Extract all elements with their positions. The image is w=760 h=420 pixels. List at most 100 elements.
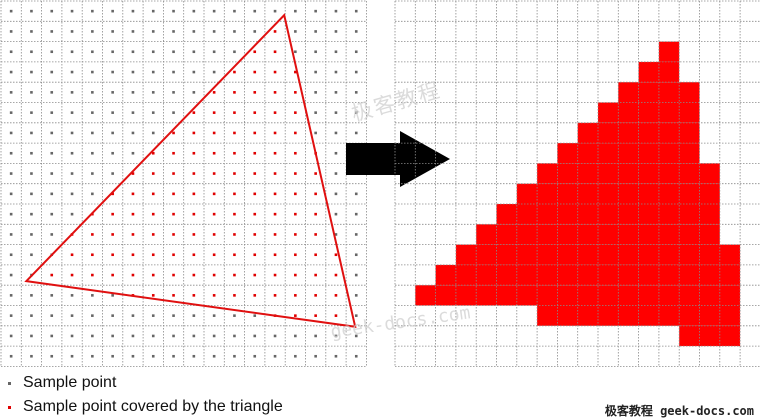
sample-point — [294, 50, 297, 54]
sample-point — [294, 9, 297, 13]
sample-point — [192, 314, 196, 317]
sample-point — [131, 131, 135, 135]
covered-sample-point — [192, 151, 196, 155]
sample-point — [354, 354, 358, 358]
covered-sample-point — [172, 233, 175, 236]
covered-sample-point — [212, 294, 216, 297]
sample-point — [151, 91, 155, 94]
sample-point — [172, 70, 175, 74]
sample-point — [354, 314, 358, 317]
sample-point — [253, 314, 257, 317]
sample-point — [9, 9, 13, 13]
sample-point — [334, 192, 338, 196]
sample-point — [131, 9, 135, 13]
covered-sample-point — [192, 192, 196, 196]
sample-point — [233, 50, 236, 54]
covered-sample-point — [91, 233, 94, 236]
covered-sample-point — [233, 212, 236, 216]
covered-sample-point — [50, 273, 54, 277]
sample-point — [111, 314, 114, 317]
sample-point — [91, 70, 94, 74]
sample-point — [50, 70, 54, 74]
sample-point — [50, 111, 54, 114]
grid-lines — [0, 0, 367, 367]
covered-sample-point — [151, 172, 155, 175]
sample-point — [111, 111, 114, 114]
sample-point — [131, 91, 135, 94]
sample-point — [212, 9, 216, 13]
sample-point — [111, 91, 114, 94]
sample-point — [9, 111, 13, 114]
sample-point — [354, 131, 358, 135]
raster-cell — [679, 325, 741, 347]
sample-point — [172, 91, 175, 94]
sample-point — [50, 192, 54, 196]
covered-sample-point — [192, 294, 196, 297]
sample-point — [192, 50, 196, 54]
sample-point — [131, 50, 135, 54]
sample-point — [354, 30, 358, 33]
sample-point — [111, 334, 114, 338]
sample-point — [50, 233, 54, 236]
covered-sample-point — [70, 273, 74, 277]
sample-point — [334, 50, 338, 54]
sample-point — [212, 30, 216, 33]
legend-covered-point: Sample point covered by the triangle — [8, 398, 283, 416]
covered-sample-point — [233, 151, 236, 155]
sample-point — [354, 334, 358, 338]
sample-point — [91, 172, 94, 175]
covered-sample-point — [212, 111, 216, 114]
sample-point — [30, 131, 33, 135]
covered-sample-point — [131, 233, 135, 236]
sample-point — [151, 111, 155, 114]
sample-point — [354, 9, 358, 13]
sample-point — [70, 9, 74, 13]
sample-point — [354, 111, 358, 114]
covered-sample-point — [273, 111, 277, 114]
sample-point — [30, 9, 33, 13]
covered-sample-point — [294, 192, 297, 196]
legend-sample-point: Sample point — [8, 374, 116, 392]
sample-point — [294, 354, 297, 358]
covered-sample-point — [131, 172, 135, 175]
sample-point — [91, 131, 94, 135]
sample-point — [30, 172, 33, 175]
covered-sample-point — [212, 172, 216, 175]
right-arrow-icon — [346, 131, 450, 187]
sample-point — [9, 334, 13, 338]
covered-sample-point — [111, 253, 114, 257]
sample-point — [151, 354, 155, 358]
sample-point — [151, 70, 155, 74]
sample-point — [151, 9, 155, 13]
covered-sample-point — [334, 294, 338, 297]
sample-point — [70, 172, 74, 175]
sample-point — [314, 91, 317, 94]
sample-point — [70, 354, 74, 358]
sample-point — [172, 9, 175, 13]
covered-sample-point — [294, 273, 297, 277]
sample-point — [314, 131, 317, 135]
covered-sample-point — [273, 273, 277, 277]
sample-point — [30, 50, 33, 54]
sample-point — [9, 273, 13, 277]
sample-point — [111, 9, 114, 13]
covered-sample-point — [253, 151, 257, 155]
sample-point — [30, 212, 33, 216]
covered-sample-point — [253, 212, 257, 216]
sample-point — [91, 294, 94, 297]
covered-sample-point — [314, 294, 317, 297]
sample-point — [192, 334, 196, 338]
sample-point — [131, 334, 135, 338]
sample-point — [131, 111, 135, 114]
sample-point — [111, 172, 114, 175]
covered-sample-point — [294, 212, 297, 216]
sample-point — [30, 354, 33, 358]
sample-point — [91, 30, 94, 33]
sample-point — [354, 91, 358, 94]
covered-sample-point — [233, 294, 236, 297]
sample-point — [30, 192, 33, 196]
sample-point — [111, 354, 114, 358]
sample-point — [354, 273, 358, 277]
covered-sample-point — [131, 212, 135, 216]
raster-cell — [435, 264, 741, 286]
